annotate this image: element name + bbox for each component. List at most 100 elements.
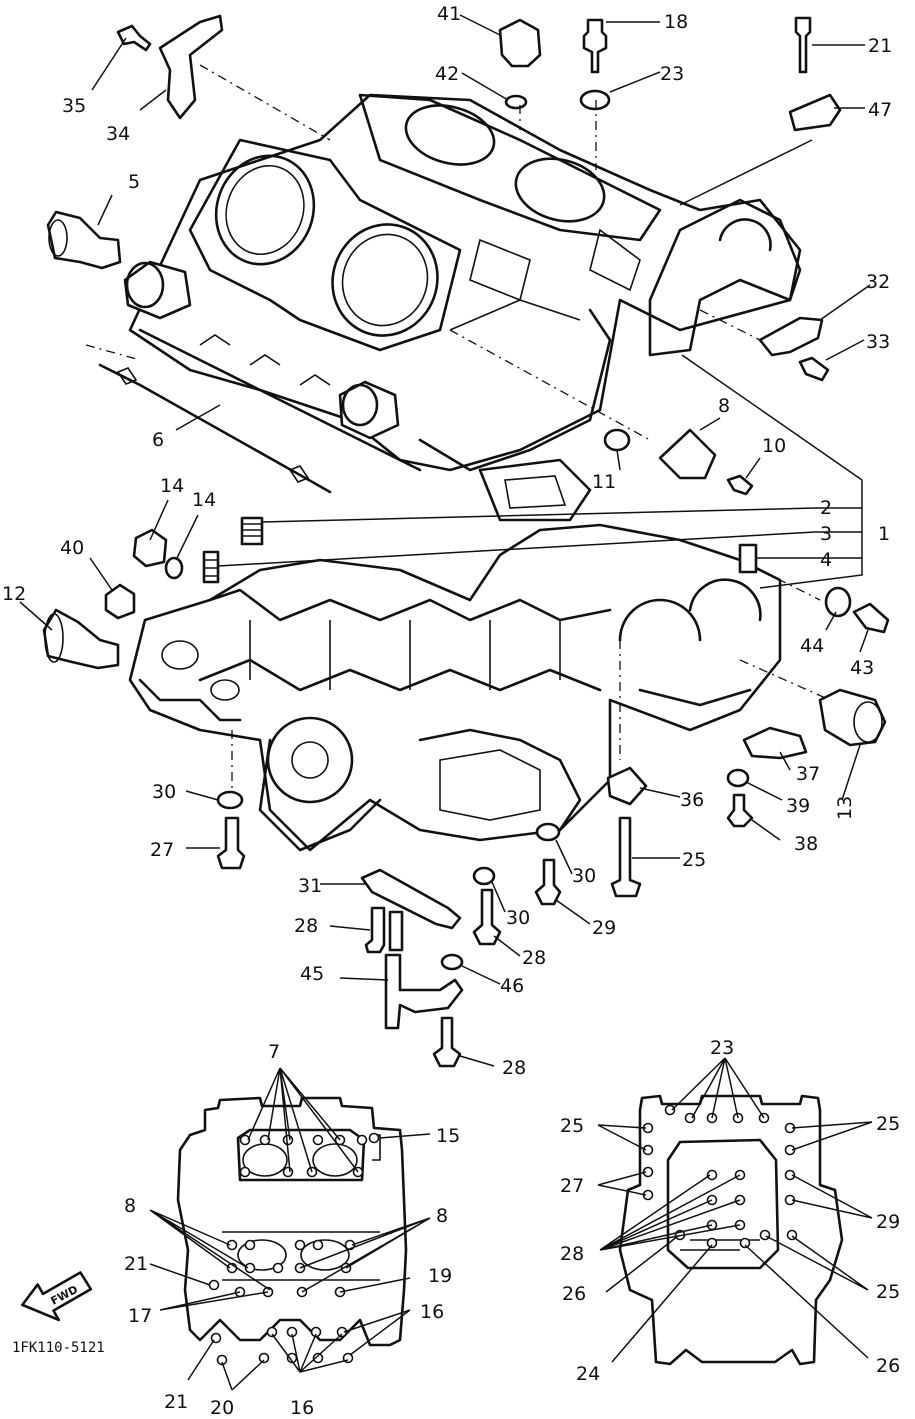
part-39-washer — [726, 768, 750, 788]
part-10-screw — [726, 474, 754, 496]
small-parts — [42, 14, 890, 1068]
callout-25-d: 25 — [876, 1281, 900, 1303]
callout-25-a: 25 — [682, 849, 706, 871]
part-22-washer — [579, 89, 611, 111]
callout-11: 11 — [592, 471, 616, 493]
part-32-bracket — [758, 316, 824, 357]
diagram-code: 1FK110-5121 — [12, 1340, 105, 1356]
part-45-pipe — [384, 953, 464, 1030]
fwd-arrow-icon: FWD — [21, 1271, 93, 1322]
part-29-bolt — [534, 858, 562, 906]
part-43-bolt — [852, 602, 890, 634]
assembly-lines — [85, 64, 831, 790]
lower-case-bolt-pattern — [618, 1094, 844, 1366]
part-3-spring — [202, 550, 220, 584]
part-36-clamp — [606, 766, 648, 806]
callout-35: 35 — [62, 95, 86, 117]
part-19-bolt — [582, 18, 608, 74]
part-46-oring — [440, 953, 464, 971]
part-5-bush — [46, 210, 122, 270]
part-28-bolt-c — [432, 1016, 462, 1068]
callout-32: 32 — [866, 271, 890, 293]
callout-31: 31 — [298, 875, 322, 897]
callout-21-top: 21 — [868, 35, 892, 57]
callout-17: 16 — [420, 1301, 444, 1323]
part-13-bush — [818, 688, 887, 747]
callout-28-d: 28 — [560, 1243, 584, 1265]
callout-numbers: 41 42 18 23 21 47 35 34 5 6 11 8 10 32 3… — [2, 3, 900, 1419]
callout-25-b: 25 — [560, 1115, 584, 1137]
part-34-bracket — [158, 14, 224, 120]
part-38-bolt — [726, 793, 754, 828]
callout-28-a: 28 — [294, 915, 318, 937]
callout-16-b: 16 — [290, 1397, 314, 1419]
part-21-bolt-top — [794, 16, 812, 74]
callout-15: 14 — [192, 489, 216, 511]
callout-8-a: 8 — [124, 1195, 136, 1217]
callout-45: 45 — [300, 963, 324, 985]
callout-21-b: 21 — [124, 1253, 148, 1275]
callout-30-b: 30 — [572, 865, 596, 887]
upper-case-bolt-pattern: FWD — [21, 1096, 408, 1366]
part-37-clip — [742, 726, 808, 760]
callout-19: 18 — [664, 11, 688, 33]
callout-18: 17 — [128, 1305, 152, 1327]
part-47-bracket — [788, 93, 842, 132]
callout-21-c: 21 — [164, 1391, 188, 1413]
callout-2: 2 — [820, 497, 832, 519]
part-15-oring — [164, 556, 184, 580]
callout-34: 34 — [106, 123, 130, 145]
callout-43: 43 — [850, 657, 874, 679]
lower-crankcase — [128, 458, 782, 852]
callout-36: 36 — [680, 789, 704, 811]
part-14-plug — [132, 528, 168, 568]
callout-22: 23 — [660, 63, 684, 85]
callout-16-a: 15 — [436, 1125, 460, 1147]
callout-28-c: 28 — [502, 1057, 526, 1079]
part-33-bolt — [798, 356, 830, 382]
part-11-plug — [603, 428, 631, 452]
callout-25-c: 25 — [876, 1113, 900, 1135]
callout-3: 3 — [820, 523, 832, 545]
callout-30-a: 30 — [152, 781, 176, 803]
callout-7: 7 — [268, 1041, 280, 1063]
callout-1: 1 — [878, 523, 890, 545]
callout-23: 23 — [710, 1037, 734, 1059]
callout-27-b: 27 — [560, 1175, 584, 1197]
callout-13: 13 — [834, 796, 856, 820]
part-42-oring — [504, 94, 528, 110]
bolt-holes-left — [208, 1132, 380, 1366]
part-44-washer — [824, 586, 852, 618]
callout-27-a: 27 — [150, 839, 174, 861]
callout-5: 5 — [128, 171, 140, 193]
callout-19-b: 19 — [428, 1265, 452, 1287]
callout-29-b: 29 — [876, 1211, 900, 1233]
callout-40: 40 — [60, 537, 84, 559]
part-30-washer-b — [535, 822, 561, 842]
callout-33: 33 — [866, 331, 890, 353]
callout-29-a: 29 — [592, 917, 616, 939]
callout-4: 4 — [820, 549, 832, 571]
callout-9: 8 — [718, 395, 730, 417]
part-35-screw — [116, 24, 152, 52]
part-27-bolt — [216, 816, 246, 870]
callout-28-b: 28 — [522, 947, 546, 969]
callout-8-b: 8 — [436, 1205, 448, 1227]
part-12-bush — [42, 608, 120, 670]
callout-26-a: 26 — [562, 1283, 586, 1305]
upper-crankcase — [123, 93, 802, 472]
callout-12: 12 — [2, 583, 26, 605]
callout-38: 38 — [794, 833, 818, 855]
callout-47: 47 — [868, 99, 892, 121]
callout-37: 37 — [796, 763, 820, 785]
callout-6: 6 — [152, 429, 164, 451]
part-9-plate — [658, 428, 717, 480]
callout-46: 46 — [500, 975, 524, 997]
callout-20: 20 — [210, 1397, 234, 1419]
part-25-long-bolt — [610, 816, 642, 898]
callout-24: 24 — [576, 1363, 600, 1385]
leader-lines — [19, 14, 873, 1391]
callout-42: 42 — [435, 63, 459, 85]
part-4-dowel — [738, 543, 758, 574]
